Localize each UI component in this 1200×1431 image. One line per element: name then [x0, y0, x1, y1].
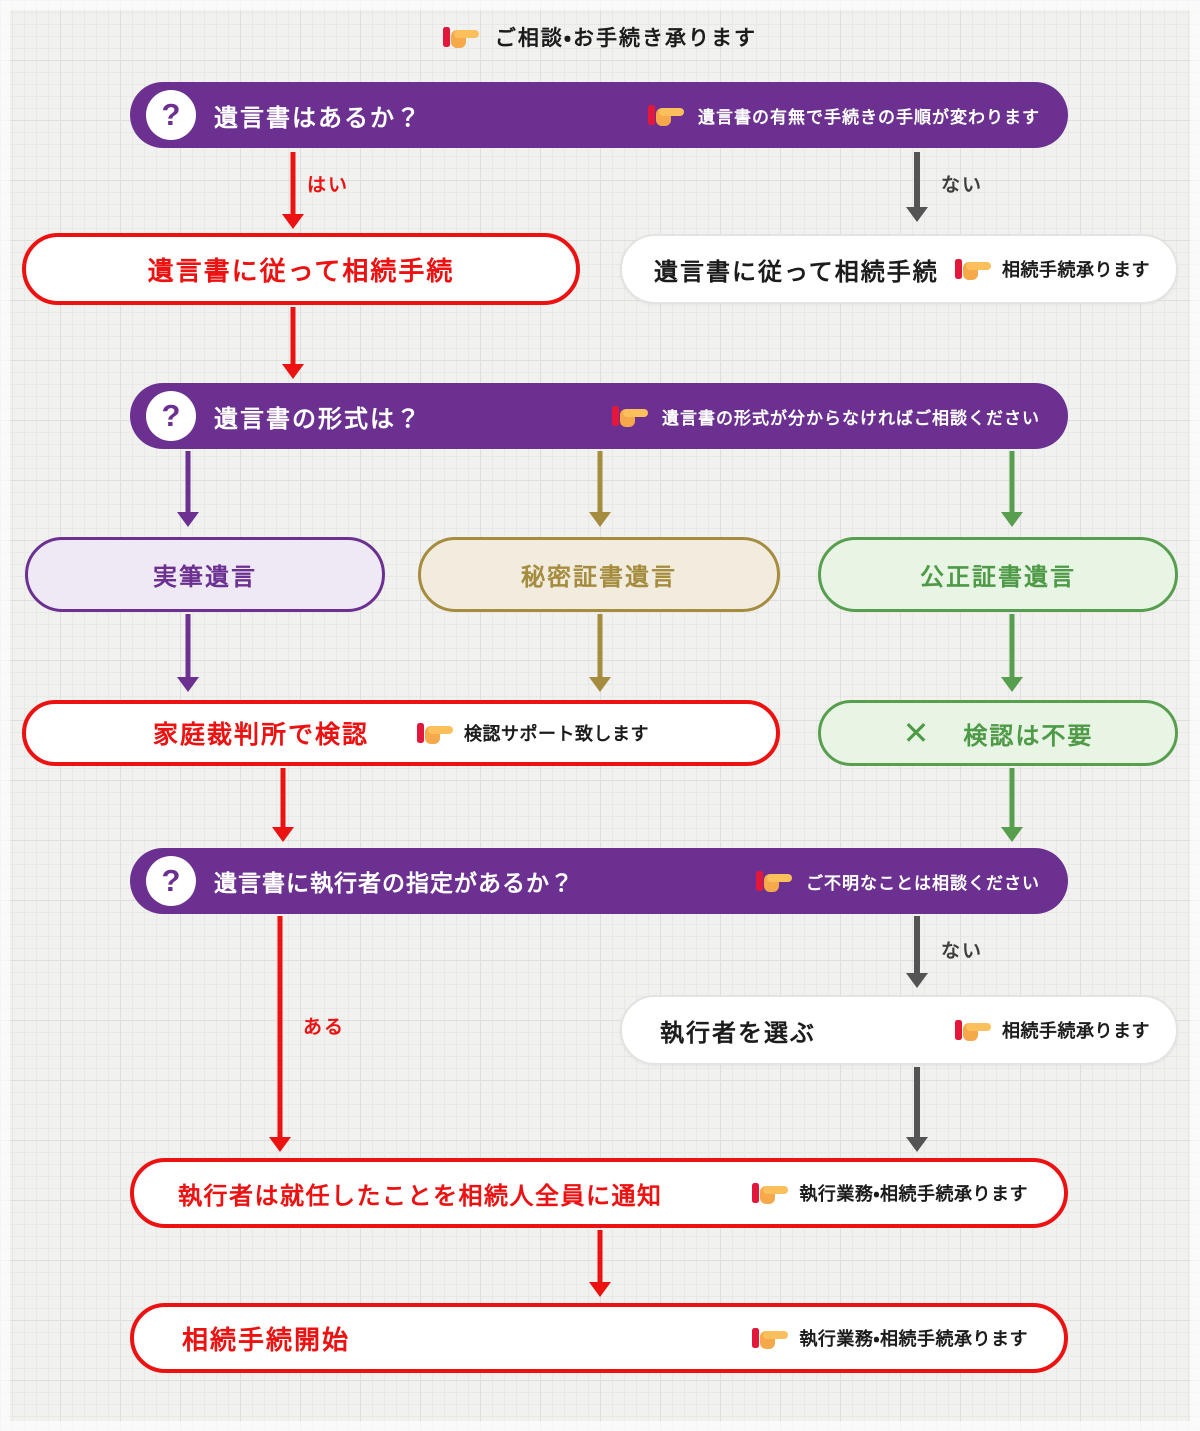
- node-choose-executor: 執行者を選ぶ 相続手続承ります: [620, 995, 1178, 1065]
- arrow-noprobate-to-executor-question: [1000, 768, 1024, 842]
- arrow-to-notarial: [1000, 451, 1024, 527]
- question-mark-icon: ?: [146, 856, 196, 906]
- x-mark-icon: ✕: [902, 715, 932, 751]
- node-note: 検認サポート致します: [417, 719, 649, 747]
- node-family-court-probate: 家庭裁判所で検認 検認サポート致します: [22, 700, 780, 766]
- arrow-to-format-question: [281, 307, 305, 379]
- pointing-hand-icon: [612, 402, 648, 430]
- node-start-procedure: 相続手続開始 執行業務・相続手続承ります: [130, 1303, 1068, 1373]
- arrow-notarial-to-noprobate: [1000, 614, 1024, 692]
- question-note: 遺言書の形式が分からなければご相談ください: [612, 402, 1040, 430]
- edge-label-yes: はい: [307, 175, 350, 196]
- node-notarial-will: 公正証書遺言: [818, 537, 1178, 612]
- edge-label-has-executor: ある: [303, 1017, 346, 1038]
- node-note: 執行業務・相続手続承ります: [752, 1179, 1028, 1207]
- arrow-no-will: [905, 152, 929, 222]
- pointing-hand-icon: [756, 867, 792, 895]
- question-label: 遺言書に執行者の指定があるか？: [214, 870, 574, 896]
- pointing-hand-icon: [648, 101, 684, 129]
- pointing-hand-icon: [752, 1179, 789, 1207]
- pointing-hand-icon: [752, 1324, 789, 1352]
- arrow-secret-to-probate: [588, 614, 612, 692]
- arrow-chosen-to-notify: [905, 1067, 929, 1152]
- node-note: 相続手続承ります: [955, 1016, 1150, 1044]
- node-note: 執行業務・相続手続承ります: [752, 1324, 1028, 1352]
- edge-label-no-will: ない: [941, 175, 984, 196]
- node-probate-not-required: ✕ 検認は不要: [818, 700, 1178, 766]
- pointing-hand-icon: [442, 23, 479, 51]
- question-note: 遺言書の有無で手続きの手順が変わります: [648, 101, 1040, 129]
- arrow-yes: [281, 152, 305, 229]
- arrow-probate-to-executor-question: [271, 768, 295, 842]
- question-mark-icon: ?: [146, 90, 196, 140]
- arrow-to-holograph: [176, 451, 200, 527]
- question-note: ご不明なことは相談ください: [756, 867, 1040, 895]
- arrow-holograph-to-probate: [176, 614, 200, 692]
- pointing-hand-icon: [955, 1016, 991, 1044]
- pointing-hand-icon: [955, 255, 991, 283]
- arrow-to-secret: [588, 451, 612, 527]
- node-notify-heirs: 執行者は就任したことを相続人全員に通知 執行業務・相続手続承ります: [130, 1158, 1068, 1228]
- node-note: 相続手続承ります: [955, 255, 1150, 283]
- pointing-hand-icon: [417, 719, 453, 747]
- node-secret-will: 秘密証書遺言: [418, 537, 780, 612]
- question-has-will: ? 遺言書はあるか？ 遺言書の有無で手続きの手順が変わります: [130, 82, 1068, 148]
- consult-note: ご相談・お手続き承ります: [0, 22, 1200, 52]
- arrow-has-executor: [268, 916, 292, 1152]
- question-executor-specified: ? 遺言書に執行者の指定があるか？ ご不明なことは相談ください: [130, 848, 1068, 914]
- question-label: 遺言書の形式は？: [214, 405, 422, 433]
- arrow-no-executor: [905, 916, 929, 988]
- question-mark-icon: ?: [146, 391, 196, 441]
- question-will-format: ? 遺言書の形式は？ 遺言書の形式が分からなければご相談ください: [130, 383, 1068, 449]
- node-no-will-result: 遺言書に従って相続手続 相続手続承ります: [620, 234, 1178, 304]
- edge-label-no-executor: ない: [941, 941, 984, 962]
- node-follow-will: 遺言書に従って相続手続: [22, 233, 580, 305]
- consult-note-text: ご相談・お手続き承ります: [494, 27, 758, 50]
- arrow-notify-to-start: [588, 1230, 612, 1297]
- question-label: 遺言書はあるか？: [214, 104, 422, 132]
- node-holograph-will: 実筆遺言: [25, 537, 385, 612]
